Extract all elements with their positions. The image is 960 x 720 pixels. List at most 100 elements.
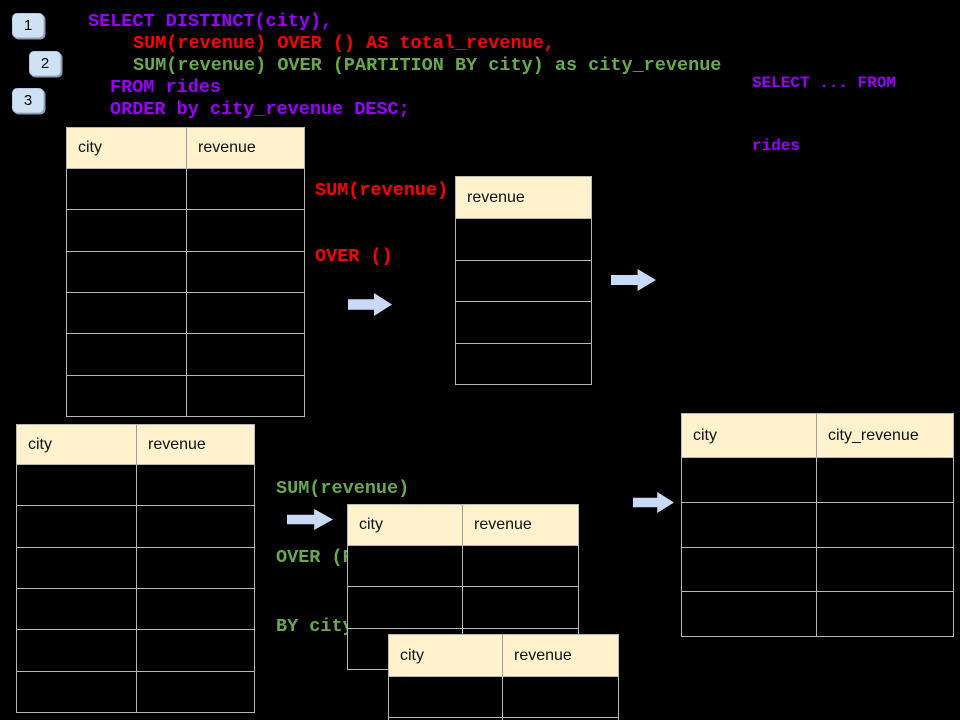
total-revenue-annotation: SUM(revenue) OVER () bbox=[315, 136, 448, 312]
table-row bbox=[682, 501, 953, 547]
table-cell-empty bbox=[456, 219, 591, 260]
table-cell-empty bbox=[17, 465, 137, 506]
table-cell-empty bbox=[682, 502, 817, 547]
table-cell-empty bbox=[817, 547, 953, 592]
table-cell-empty bbox=[137, 547, 254, 588]
table-header-row: city revenue bbox=[17, 425, 254, 465]
table-cell-empty bbox=[817, 458, 953, 502]
table-row bbox=[17, 465, 254, 506]
table-cell-empty bbox=[67, 292, 187, 334]
table-cell-empty bbox=[187, 292, 304, 334]
table-cell-empty bbox=[67, 251, 187, 292]
table-cell-empty bbox=[137, 671, 254, 712]
table-cell-empty bbox=[682, 458, 817, 502]
table-row bbox=[682, 546, 953, 592]
table-cell-empty bbox=[503, 677, 618, 717]
arrow-right-icon bbox=[611, 269, 656, 291]
table-header-row: city city_revenue bbox=[682, 414, 953, 458]
table-cell-empty bbox=[456, 260, 591, 301]
column-header-city: city bbox=[389, 635, 503, 676]
column-header-city-revenue: city_revenue bbox=[817, 414, 953, 457]
table-row bbox=[67, 374, 304, 416]
table-cell-empty bbox=[389, 717, 503, 720]
table-row bbox=[67, 291, 304, 334]
table-row bbox=[67, 250, 304, 292]
table-cell-empty bbox=[17, 588, 137, 630]
column-header-revenue: revenue bbox=[187, 128, 304, 168]
partition-annotation-line-1: SUM(revenue) bbox=[276, 478, 410, 499]
table-cell-empty bbox=[456, 343, 591, 384]
table-cell-empty bbox=[67, 210, 187, 251]
table-row bbox=[17, 505, 254, 547]
table-row bbox=[17, 587, 254, 630]
table-row bbox=[456, 301, 591, 343]
table-row bbox=[456, 259, 591, 301]
table-cell-empty bbox=[348, 546, 463, 587]
table-row bbox=[17, 546, 254, 588]
sql-side-note-line-1: SELECT ... FROM bbox=[752, 74, 897, 92]
table-rides-source-bottom: city revenue bbox=[16, 424, 255, 713]
table-cell-empty bbox=[187, 169, 304, 210]
table-cell-empty bbox=[187, 375, 304, 416]
table-total-revenue-result: revenue bbox=[455, 176, 592, 385]
step-badge-2: 2 bbox=[29, 51, 61, 76]
table-row bbox=[456, 342, 591, 384]
table-row bbox=[456, 219, 591, 260]
table-cell-empty bbox=[137, 588, 254, 630]
column-header-revenue: revenue bbox=[456, 177, 591, 218]
table-header-row: city revenue bbox=[67, 128, 304, 169]
table-header-row: revenue bbox=[456, 177, 591, 219]
table-header-row: city revenue bbox=[348, 505, 578, 546]
table-row bbox=[348, 546, 578, 587]
table-row bbox=[389, 677, 618, 717]
table-cell-empty bbox=[17, 547, 137, 588]
table-cell-empty bbox=[17, 506, 137, 547]
table-row bbox=[348, 586, 578, 628]
table-row bbox=[682, 591, 953, 636]
table-row bbox=[17, 629, 254, 671]
table-cell-empty bbox=[817, 592, 953, 636]
arrow-right-icon bbox=[287, 509, 333, 530]
table-row bbox=[389, 716, 618, 720]
sql-line-city-revenue: SUM(revenue) OVER (PARTITION BY city) as… bbox=[133, 55, 722, 76]
table-cell-empty bbox=[187, 210, 304, 251]
table-row bbox=[67, 169, 304, 210]
sql-side-note: SELECT ... FROM rides bbox=[752, 31, 896, 199]
table-cell-empty bbox=[463, 546, 578, 587]
table-row bbox=[67, 333, 304, 375]
table-rides-source-top: city revenue bbox=[66, 127, 305, 417]
table-cell-empty bbox=[67, 375, 187, 416]
column-header-revenue: revenue bbox=[137, 425, 254, 464]
table-cell-empty bbox=[389, 677, 503, 717]
arrow-right-icon bbox=[348, 293, 392, 316]
table-cell-empty bbox=[682, 592, 817, 636]
table-cell-empty bbox=[67, 334, 187, 375]
table-cell-empty bbox=[17, 630, 137, 671]
column-header-revenue: revenue bbox=[503, 635, 618, 676]
column-header-city: city bbox=[67, 128, 187, 168]
column-header-revenue: revenue bbox=[463, 505, 578, 545]
step-badge-3: 3 bbox=[12, 88, 44, 113]
table-cell-empty bbox=[682, 547, 817, 592]
table-cell-empty bbox=[17, 671, 137, 712]
table-partition-result-front: city revenue bbox=[388, 634, 619, 720]
total-annotation-line-1: SUM(revenue) bbox=[315, 180, 449, 201]
table-row bbox=[682, 458, 953, 502]
table-cell-empty bbox=[187, 334, 304, 375]
table-header-row: city revenue bbox=[389, 635, 618, 677]
sql-line-from: FROM rides bbox=[110, 77, 222, 98]
table-cell-empty bbox=[137, 630, 254, 671]
sql-side-note-line-2: rides bbox=[752, 137, 801, 155]
step-badge-1: 1 bbox=[12, 13, 44, 38]
column-header-city: city bbox=[17, 425, 137, 464]
sql-line-select: SELECT DISTINCT(city), bbox=[88, 11, 333, 32]
sql-line-order-by: ORDER by city_revenue DESC; bbox=[110, 99, 410, 120]
table-cell-empty bbox=[817, 502, 953, 547]
table-row bbox=[67, 209, 304, 251]
table-cell-empty bbox=[67, 169, 187, 210]
table-cell-empty bbox=[503, 717, 618, 720]
table-city-revenue-result: city city_revenue bbox=[681, 413, 954, 637]
sql-line-total-revenue: SUM(revenue) OVER () AS total_revenue, bbox=[133, 33, 555, 54]
table-cell-empty bbox=[137, 465, 254, 506]
